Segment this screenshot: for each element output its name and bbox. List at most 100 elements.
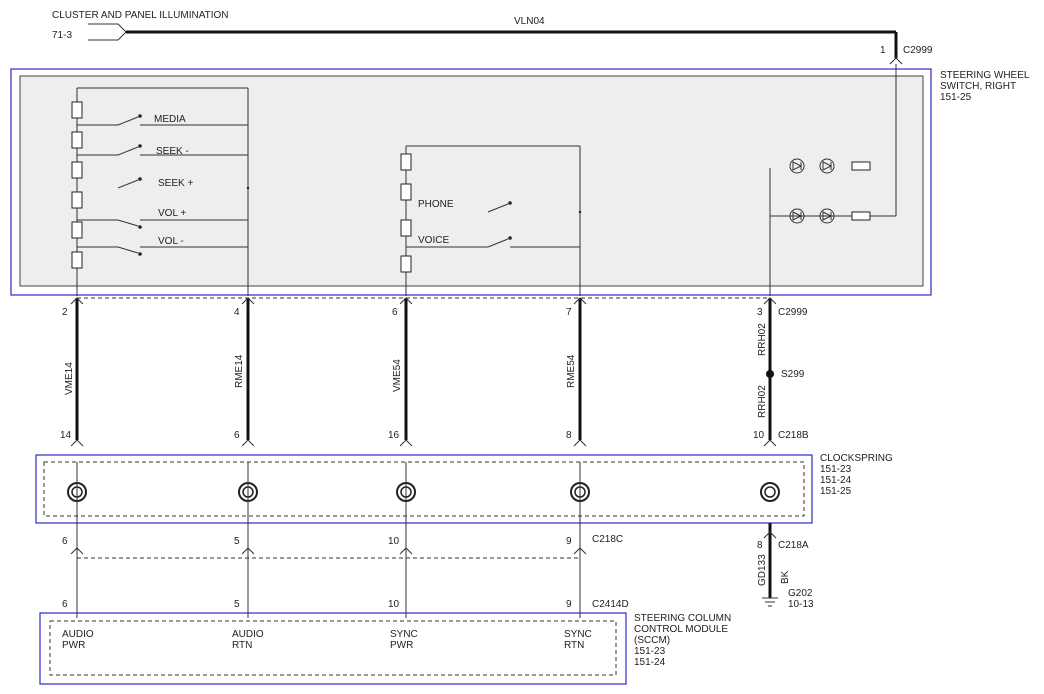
pin-top: 3 xyxy=(757,307,763,318)
clockspring-name: CLOCKSPRING xyxy=(820,453,893,464)
switch-vol-plus: VOL + xyxy=(77,208,248,229)
c2999-label-bottom: C2999 xyxy=(778,307,808,318)
header-title: CLUSTER AND PANEL ILLUMINATION xyxy=(52,10,229,21)
resistor xyxy=(71,161,83,179)
sccm-terminal-label: RTN xyxy=(232,640,252,651)
led-resistor xyxy=(851,211,871,221)
pin-clockspring: 8 xyxy=(566,430,572,441)
vln04-label: VLN04 xyxy=(514,16,545,27)
sccm-terminal-label: SYNC xyxy=(390,629,418,640)
splice-s299 xyxy=(766,370,774,378)
gd133-label: GD133 xyxy=(757,554,768,586)
wire-label: RME14 xyxy=(234,354,245,388)
switch-module-outline xyxy=(10,68,932,296)
clockspring-outline xyxy=(35,454,813,524)
vln04-pin: 1 xyxy=(880,45,886,56)
header-source-ref: 71-3 xyxy=(52,30,72,41)
source-connector-symbol xyxy=(88,23,127,41)
resistor xyxy=(71,221,83,239)
switch-label-voice: VOICE xyxy=(418,235,449,246)
c218a-pin: 8 xyxy=(757,540,763,551)
pin-top: 4 xyxy=(234,307,240,318)
pin-clockspring: 10 xyxy=(753,430,765,441)
c218c-pin: 5 xyxy=(234,536,240,547)
switch-phone: PHONE xyxy=(418,199,582,214)
switch-module-ref: 151-25 xyxy=(940,92,972,103)
ground-label: G202 xyxy=(788,588,813,599)
switch-label-media: MEDIA xyxy=(154,114,186,125)
led-icon xyxy=(789,158,805,174)
wire-label-upper: RRH02 xyxy=(757,323,768,356)
sccm-terminal-label: PWR xyxy=(62,640,85,651)
c2999-top-connector xyxy=(889,57,903,65)
c218c-pin: 6 xyxy=(62,536,68,547)
led-icon xyxy=(819,158,835,174)
switch-media: MEDIA xyxy=(77,114,248,126)
circuit-vme54: 6 VME54 16 xyxy=(388,297,413,447)
sccm-pin: 6 xyxy=(62,599,68,610)
switch-label-seek-minus: SEEK - xyxy=(156,146,189,157)
clockspring-ref-3: 151-25 xyxy=(820,486,852,497)
pin-top: 2 xyxy=(62,307,68,318)
c218c-pin: 9 xyxy=(566,536,572,547)
c218a-label: C218A xyxy=(778,540,809,551)
resistor xyxy=(400,183,412,201)
pin-clockspring: 6 xyxy=(234,430,240,441)
c218a-connector xyxy=(763,531,777,539)
switch-module-body xyxy=(19,75,924,287)
sccm-terminal-label: RTN xyxy=(564,640,584,651)
pin-clockspring: 14 xyxy=(60,430,72,441)
splice-label: S299 xyxy=(781,369,805,380)
clockspring-ref-1: 151-23 xyxy=(820,464,852,475)
sccm-pin: 9 xyxy=(566,599,572,610)
wire-label: VME54 xyxy=(392,359,403,392)
ground-icon xyxy=(762,597,778,607)
switch-module-name-2: SWITCH, RIGHT xyxy=(940,81,1016,92)
pin-top: 6 xyxy=(392,307,398,318)
switch-module-name-1: STEERING WHEEL xyxy=(940,70,1030,81)
sccm-pin: 5 xyxy=(234,599,240,610)
resistor xyxy=(71,131,83,149)
resistor xyxy=(400,255,412,273)
c218c-connector xyxy=(70,547,84,555)
sccm-name-2: CONTROL MODULE xyxy=(634,624,728,635)
clockspring-coil-icon xyxy=(760,482,780,502)
wire-label: RME54 xyxy=(566,354,577,388)
resistor xyxy=(71,251,83,269)
c218c-label: C218C xyxy=(592,534,623,545)
switch-vol-minus: VOL - xyxy=(77,236,248,256)
sccm-ref-1: 151-23 xyxy=(634,646,666,657)
sccm-name-3: (SCCM) xyxy=(634,635,670,646)
circuit-vme14: 2 VME14 14 xyxy=(60,297,84,447)
c218c-pin: 10 xyxy=(388,536,400,547)
led-icon xyxy=(819,208,835,224)
resistor xyxy=(400,153,412,171)
resistor xyxy=(71,101,83,119)
sccm-pin: 10 xyxy=(388,599,400,610)
sccm-terminal-label: AUDIO xyxy=(232,629,264,640)
circuit-rrh02: 3 C2999 RRH02 S299 RRH02 10 C218B xyxy=(753,297,809,447)
clockspring-body xyxy=(43,461,805,517)
pin-clockspring: 16 xyxy=(388,430,400,441)
resistor xyxy=(400,219,412,237)
gd133-color: BK xyxy=(780,570,791,584)
sccm-name-1: STEERING COLUMN xyxy=(634,613,731,624)
ground-ref: 10-13 xyxy=(788,599,814,610)
switch-seek-plus: SEEK + xyxy=(117,177,250,190)
sccm-terminal-label: SYNC xyxy=(564,629,592,640)
sccm-outline xyxy=(39,612,627,685)
c218b-label: C218B xyxy=(778,430,809,441)
c2999-label-top: C2999 xyxy=(903,45,933,56)
switch-label-vol-plus: VOL + xyxy=(158,208,186,219)
c218c-connector xyxy=(241,547,255,555)
switch-seek-minus: SEEK - xyxy=(77,144,248,157)
switch-label-vol-minus: VOL - xyxy=(158,236,184,247)
c218c-connector xyxy=(573,547,587,555)
clockspring-ref-2: 151-24 xyxy=(820,475,852,486)
circuit-rme54: 7 RME54 8 xyxy=(566,297,587,447)
sccm-ref-2: 151-24 xyxy=(634,657,666,668)
sccm-terminal-label: AUDIO xyxy=(62,629,94,640)
switch-label-phone: PHONE xyxy=(418,199,454,210)
sccm-terminal-label: PWR xyxy=(390,640,413,651)
led-icon xyxy=(789,208,805,224)
